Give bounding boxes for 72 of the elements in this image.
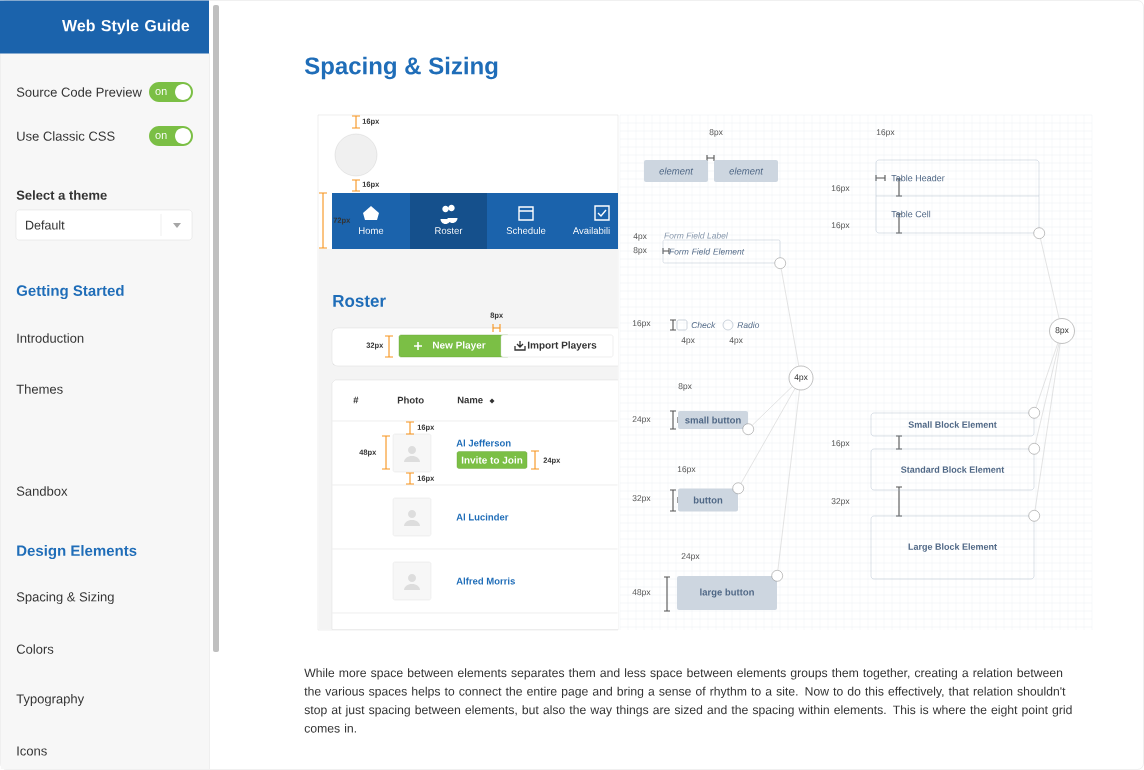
toggle-label: Use Classic CSS xyxy=(17,131,115,141)
dimension-label: 16px xyxy=(677,466,696,474)
corner-marker xyxy=(774,257,786,269)
nav-link: Icons xyxy=(17,746,47,756)
dimension-label: 16px xyxy=(831,185,850,193)
nav-link: Sandbox xyxy=(16,486,68,496)
button: New Player xyxy=(398,334,510,358)
corner-marker xyxy=(1033,227,1045,239)
section-heading: Design Elements xyxy=(17,544,137,559)
nav-link: Colors xyxy=(16,644,54,654)
body-text: While more space between elements separates them and less space between elements groups them together, creating a relation between the various spaces helps to connect the entire page and bring a sense of rhythm to a site. Now to do this effectively, that relation shouldn't stop at just spacing between elements, but also the way things are sized and the spacing within elements. This is where the eight point grid comes in. xyxy=(304,668,1072,733)
leader-line xyxy=(752,386,793,426)
dimension-label: 32px xyxy=(831,498,850,506)
corner-marker xyxy=(771,570,783,582)
dimension-label: 8px xyxy=(678,383,692,391)
dimension-label: 24px xyxy=(681,553,700,561)
dimension-label: 8px xyxy=(709,129,723,137)
sample-element: element xyxy=(714,160,778,182)
corner-marker xyxy=(1028,510,1040,522)
corner-marker xyxy=(732,482,744,494)
page-title: Spacing & Sizing xyxy=(304,56,498,80)
nav-link: Spacing & Sizing xyxy=(16,591,114,605)
corner-marker xyxy=(1028,443,1040,455)
nav-tab: Schedule xyxy=(487,193,565,249)
corner-marker xyxy=(742,423,754,435)
button: Import Players xyxy=(500,334,614,358)
player-name: Alfred Morris xyxy=(456,577,515,585)
nav-link: Themes xyxy=(16,384,63,394)
column-header: Name xyxy=(457,396,483,404)
leader-line xyxy=(1034,343,1061,511)
dimension-label: 16px xyxy=(831,440,850,448)
leader-line xyxy=(1040,238,1060,319)
dimension-label: 4px xyxy=(681,337,695,345)
dimension-label: 24px xyxy=(632,416,651,424)
leader-line xyxy=(777,389,800,571)
column-header: # xyxy=(353,396,359,404)
block-element: Standard Block Element xyxy=(870,448,1035,491)
option-label: Check xyxy=(691,321,716,329)
leader-line xyxy=(781,268,800,367)
node-label: Schedule xyxy=(506,227,546,234)
toggle-label: Source Code Preview xyxy=(16,87,142,97)
dimension-label: 48px xyxy=(632,589,651,597)
option-label: Radio xyxy=(737,321,760,329)
nav-link: Typography xyxy=(16,693,85,707)
nav-tab: Roster xyxy=(410,193,487,249)
page-heading: Roster xyxy=(333,295,386,307)
node-label: Availabili xyxy=(572,227,610,234)
dimension-label: 16px xyxy=(831,222,850,230)
nav-link: Introduction xyxy=(17,333,84,343)
sample-element: large button xyxy=(677,576,777,610)
section-heading: Getting Started xyxy=(16,284,124,300)
dimension-label: 4px xyxy=(729,337,743,345)
button: Invite to Join xyxy=(456,451,528,469)
column-header: Photo xyxy=(397,396,424,404)
block-element: Small Block Element xyxy=(870,412,1035,437)
dimension-label: 4px xyxy=(633,233,647,241)
player-name: Al Lucinder xyxy=(456,513,509,521)
header-bar: Web Style Guide xyxy=(0,0,209,54)
select-field: Default xyxy=(15,209,193,241)
leader-line xyxy=(1035,342,1059,408)
leader-line xyxy=(740,388,796,484)
node-label: Form Field Label xyxy=(664,232,728,239)
corner-marker xyxy=(1028,407,1040,419)
sample-element: element xyxy=(644,160,708,182)
sample-element: button xyxy=(678,488,738,512)
nav-tab: Availabili xyxy=(565,193,618,249)
block-element: Large Block Element xyxy=(870,515,1035,580)
dimension-label: 16px xyxy=(876,129,895,137)
dimension-label: 8px xyxy=(633,247,647,255)
dimension-label: 32px xyxy=(632,495,651,503)
leader-line xyxy=(1035,343,1060,444)
dimension-label: 16px xyxy=(632,320,651,328)
